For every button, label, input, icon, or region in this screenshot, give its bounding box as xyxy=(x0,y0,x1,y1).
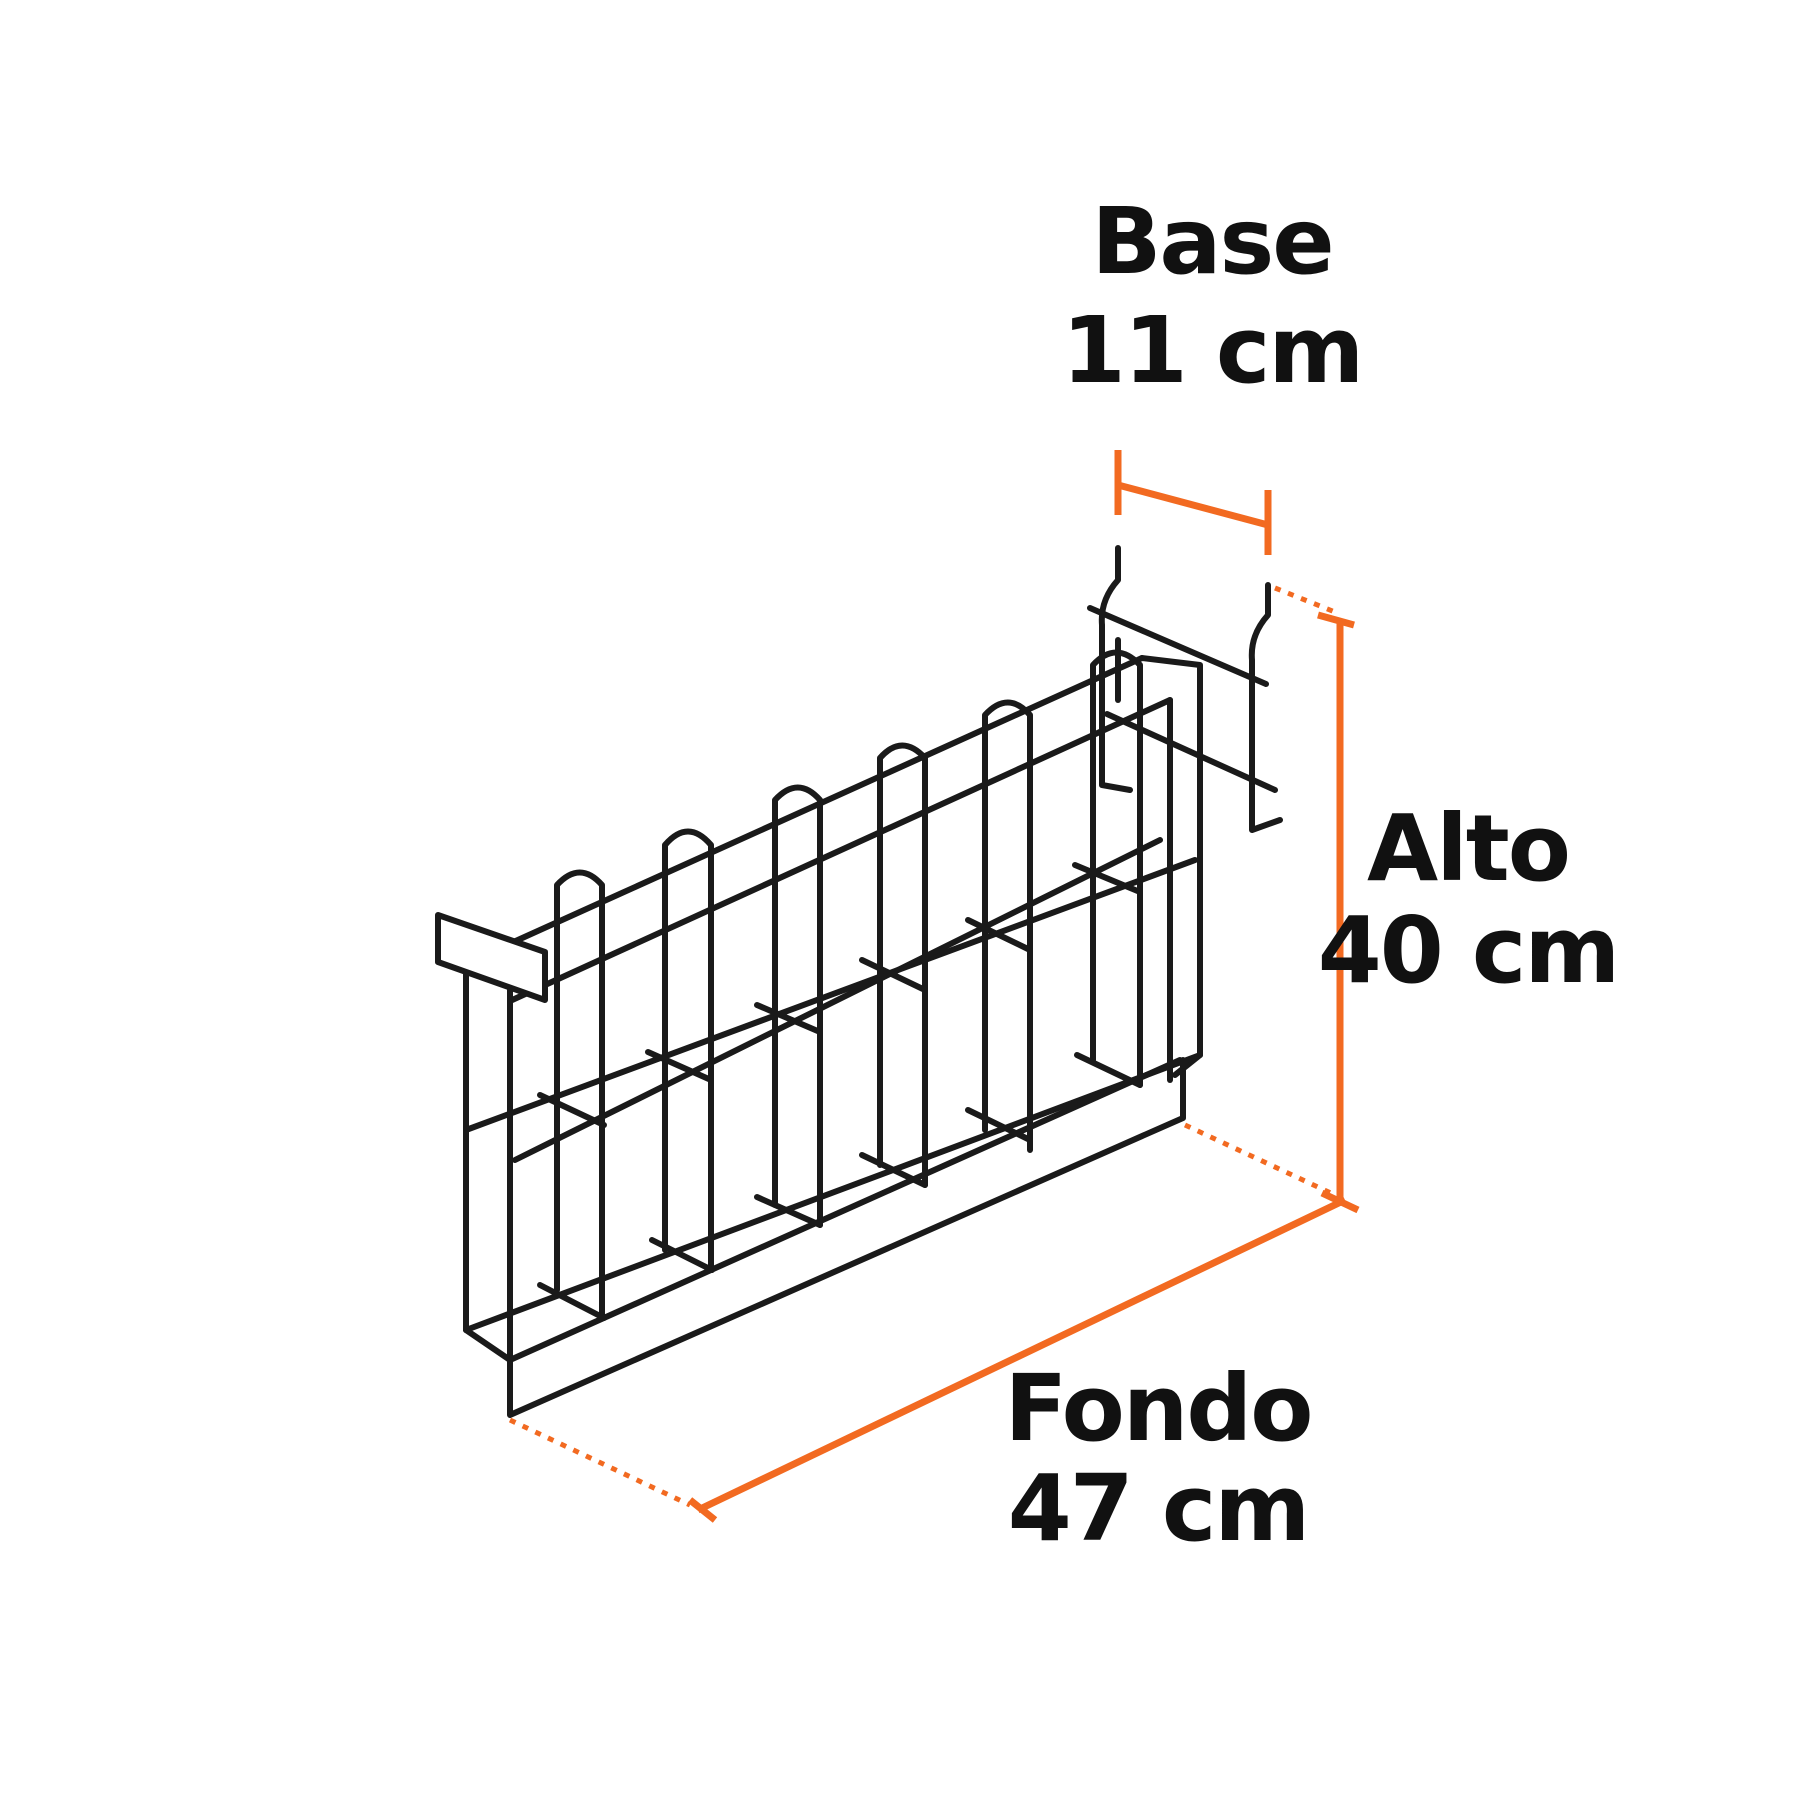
hook-right xyxy=(1248,582,1283,833)
wire-basket xyxy=(435,545,1283,1418)
dimension-labels: Base 11 cm Alto 40 cm Fondo 47 cm xyxy=(1005,188,1621,1562)
crossbar-3b xyxy=(754,1194,823,1228)
crossbar-1a xyxy=(537,1092,607,1128)
crossbar-2a xyxy=(645,1049,714,1083)
divider-4 xyxy=(877,742,928,1188)
crossbar-5a xyxy=(965,917,1033,953)
divider-5 xyxy=(982,699,1033,1153)
dimension-lines xyxy=(508,450,1360,1523)
crossbar-1b xyxy=(537,1282,607,1321)
crossbar-4a xyxy=(859,957,928,993)
fondo-dotted-left xyxy=(508,1417,692,1508)
crossbar-6b xyxy=(1074,1052,1143,1088)
divider-3 xyxy=(772,784,823,1228)
top-rail-front xyxy=(475,655,1145,961)
top-rail-back xyxy=(507,697,1173,1004)
label-tab xyxy=(435,912,548,1003)
alto-dotted-bottom xyxy=(1183,1122,1337,1198)
alto-dimension-tick-top xyxy=(1317,611,1355,629)
fondo-dimension-tick-left xyxy=(687,1497,718,1523)
crossbars xyxy=(537,862,1143,1321)
fondo-dimension-line xyxy=(696,1196,1347,1514)
fondo-label: Fondo xyxy=(1005,1355,1312,1462)
crossbar-5b xyxy=(965,1107,1033,1143)
crossbar-4b xyxy=(859,1152,928,1188)
divider-2 xyxy=(662,828,714,1273)
hook-left xyxy=(1098,545,1133,793)
hook-bar-top xyxy=(1087,605,1269,687)
divider-1 xyxy=(554,869,605,1318)
base-label: Base xyxy=(1091,188,1332,295)
top-right-corner xyxy=(1139,655,1203,1078)
alto-dotted-top xyxy=(1274,585,1336,615)
base-frame-left xyxy=(463,1327,513,1363)
middle-rail-front xyxy=(463,857,1198,1133)
base-value: 11 cm xyxy=(1062,297,1362,404)
alto-value: 40 cm xyxy=(1318,897,1618,1004)
base-frame xyxy=(507,1057,1186,1418)
hook-bar-bottom xyxy=(1104,711,1278,793)
bottom-rail-back xyxy=(507,1057,1183,1363)
pegboard-hooks xyxy=(1087,545,1283,833)
crossbar-3a xyxy=(754,1002,823,1035)
crossbar-6a xyxy=(1072,862,1143,895)
middle-rail-back xyxy=(512,837,1163,1163)
bottom-rail-front xyxy=(463,1052,1203,1333)
base-dimension-line xyxy=(1117,481,1269,529)
fondo-value: 47 cm xyxy=(1008,1455,1308,1562)
alto-label: Alto xyxy=(1367,795,1569,902)
crossbar-2b xyxy=(649,1237,715,1273)
